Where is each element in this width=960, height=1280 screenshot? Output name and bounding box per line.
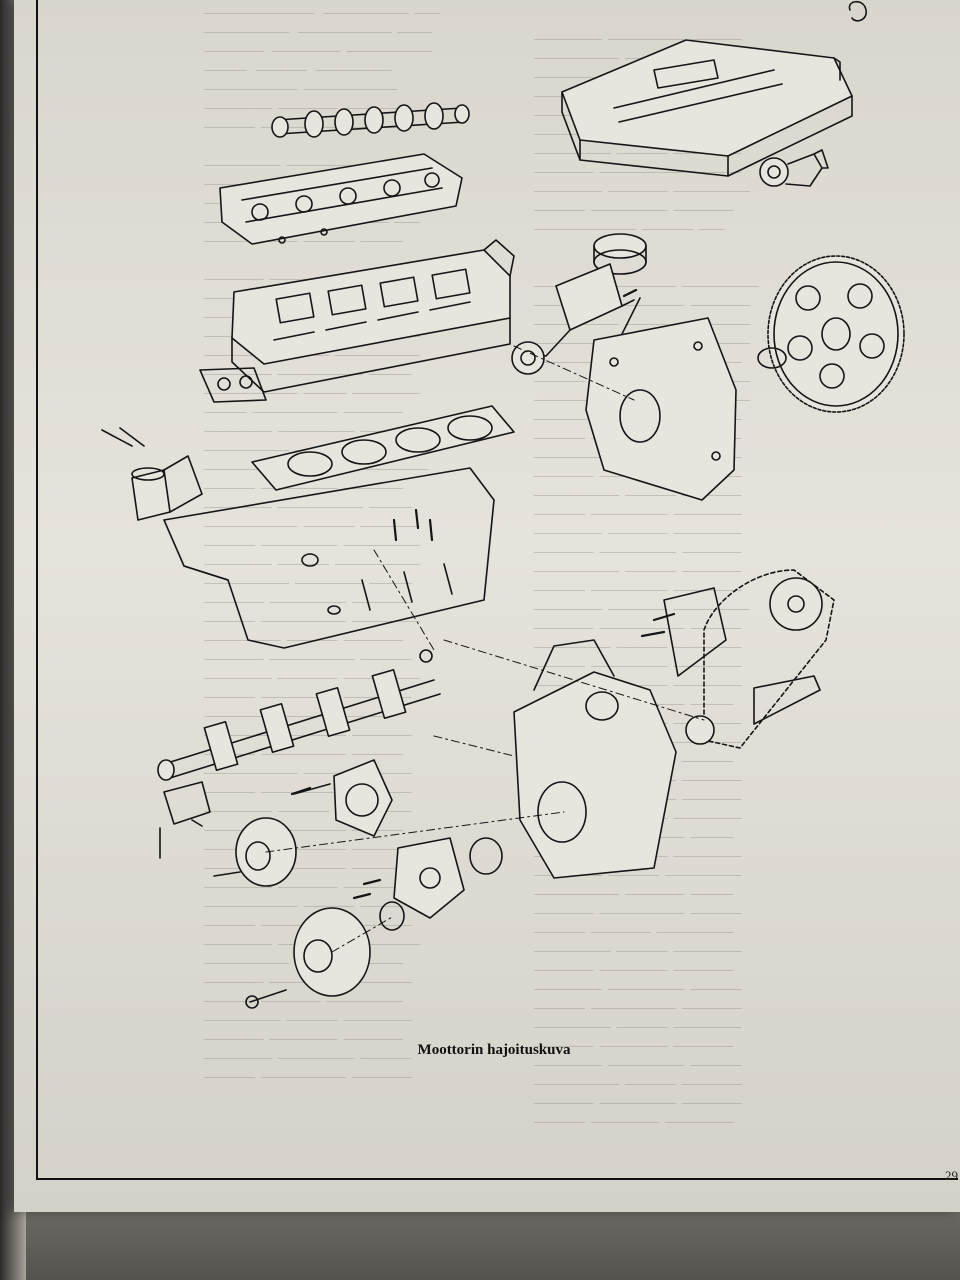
figure-caption: Moottorin hajoituskuva — [417, 1042, 571, 1058]
valve-cover — [561, 39, 853, 177]
cylinder-head — [231, 239, 515, 393]
page-number: 29 — [945, 1168, 958, 1183]
oil-filter — [101, 427, 203, 521]
camshaft-carrier — [219, 153, 463, 245]
manual-page: ───────────── ────────── ─── ────────── … — [14, 0, 960, 1212]
water-pump — [293, 759, 393, 837]
rear-plate — [585, 317, 737, 501]
camshaft — [271, 102, 470, 138]
desk-shadow — [0, 1208, 960, 1280]
oil-pan — [163, 467, 495, 649]
timing-cover — [513, 639, 677, 879]
crank-pulley — [213, 817, 297, 887]
timing-chain — [663, 569, 835, 749]
page-frame — [36, 0, 958, 1180]
head-gasket — [251, 405, 515, 491]
crankshaft — [157, 649, 441, 781]
piston-assembly — [511, 233, 647, 375]
exhaust-gasket — [199, 367, 267, 403]
oil-pump-cover — [379, 837, 503, 931]
main-bearing-caps — [159, 781, 211, 859]
clip-icon — [848, 0, 867, 22]
damper-pulley — [245, 907, 371, 1009]
thermostat-housing — [759, 149, 829, 187]
flywheel — [757, 255, 905, 413]
alignment-lines — [265, 345, 705, 953]
bolts — [290, 288, 676, 900]
exploded-engine-diagram — [101, 0, 905, 1009]
